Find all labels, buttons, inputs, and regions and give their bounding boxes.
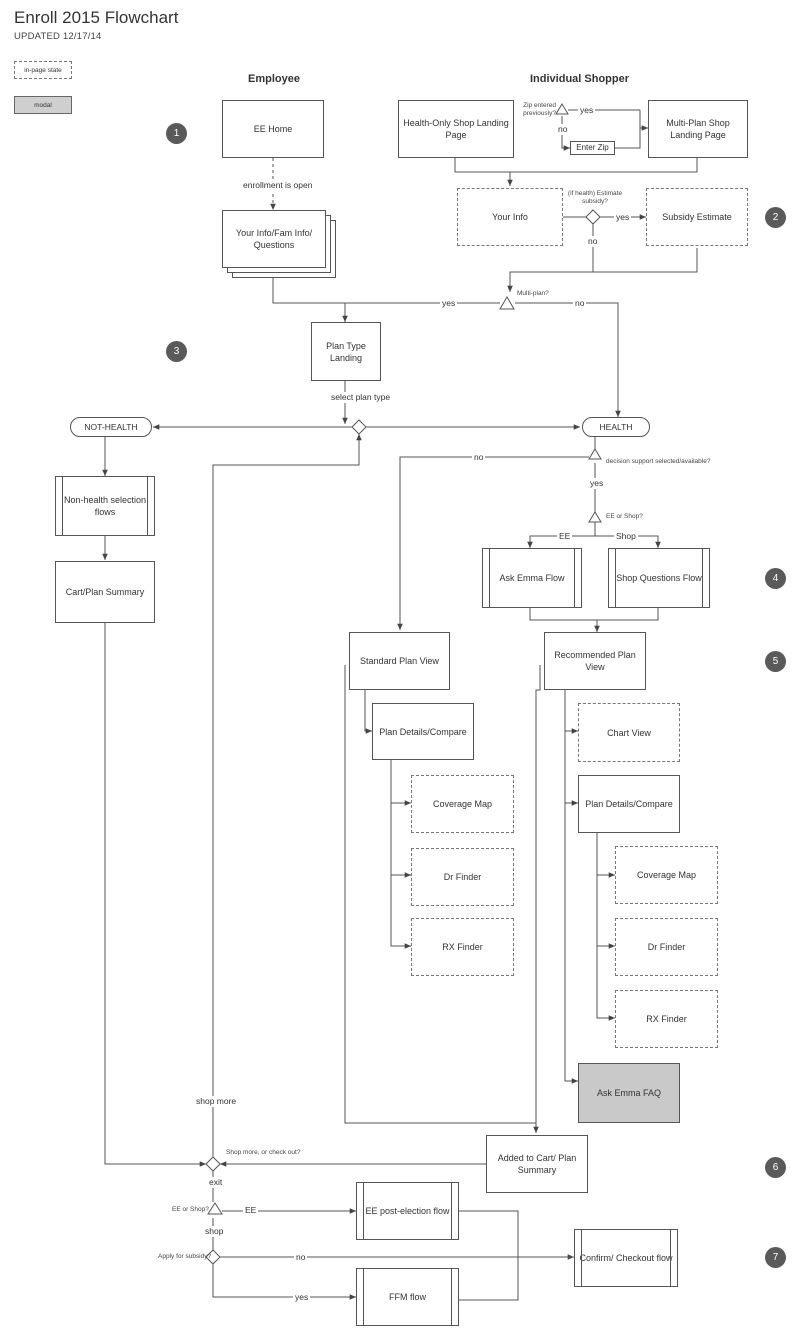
exit-diamond bbox=[205, 1156, 221, 1172]
plantype-diamond bbox=[351, 419, 367, 435]
node-ask-emma-faq: Ask Emma FAQ bbox=[578, 1063, 680, 1123]
label-zip-question: Zip entered previously? bbox=[523, 102, 556, 117]
label-zip-no: no bbox=[556, 124, 570, 135]
node-chart-view: Chart View bbox=[578, 703, 680, 762]
step-badge-2: 2 bbox=[765, 207, 786, 228]
label-shop-more-question: Shop more, or check out? bbox=[226, 1149, 301, 1156]
node-confirm-checkout: Confirm/ Checkout flow bbox=[574, 1229, 678, 1287]
node-coverage-map-rec: Coverage Map bbox=[615, 846, 718, 904]
subsidy-diamond-2 bbox=[205, 1249, 221, 1265]
label-multiplan-yes: yes bbox=[440, 298, 458, 309]
label-multiplan-no: no bbox=[573, 298, 587, 309]
step-badge-6: 6 bbox=[765, 1157, 786, 1178]
step-badge-3: 3 bbox=[166, 341, 187, 362]
node-multi-plan-landing: Multi-Plan Shop Landing Page bbox=[648, 100, 748, 158]
multiplan-triangle bbox=[499, 296, 515, 310]
node-health-only-landing: Health-Only Shop Landing Page bbox=[398, 100, 514, 158]
node-your-info: Your Info bbox=[457, 188, 563, 246]
node-your-info-fam: Your Info/Fam Info/ Questions bbox=[222, 210, 326, 268]
node-standard-plan-view: Standard Plan View bbox=[349, 632, 450, 690]
eeshop-triangle-2 bbox=[207, 1202, 223, 1215]
zip-triangle bbox=[555, 103, 569, 115]
label-decision-question: decision support selected/available? bbox=[606, 458, 711, 465]
node-ee-post-election: EE post-election flow bbox=[356, 1182, 459, 1240]
node-added-to-cart: Added to Cart/ Plan Summary bbox=[486, 1135, 588, 1193]
eeshop-triangle bbox=[588, 511, 602, 523]
node-dr-finder-rec: Dr Finder bbox=[615, 918, 718, 976]
label-subsidy-no: no bbox=[586, 236, 600, 247]
label-eeshop-question-2: EE or Shop? bbox=[172, 1206, 209, 1213]
node-cart-plan-summary: Cart/Plan Summary bbox=[55, 561, 155, 623]
node-ee-home: EE Home bbox=[222, 100, 324, 158]
step-badge-7: 7 bbox=[765, 1247, 786, 1268]
step-badge-4: 4 bbox=[765, 568, 786, 589]
label-decision-no: no bbox=[472, 452, 486, 463]
updated-date: UPDATED 12/17/14 bbox=[14, 31, 102, 42]
node-shop-questions-flow: Shop Questions Flow bbox=[608, 548, 710, 608]
step-badge-1: 1 bbox=[166, 123, 187, 144]
label-apply-subsidy-question: Apply for subsidy? bbox=[158, 1253, 212, 1260]
node-coverage-map-std: Coverage Map bbox=[411, 775, 514, 833]
label-shop: Shop bbox=[614, 531, 638, 542]
label-shop-more: shop more bbox=[194, 1096, 239, 1107]
label-enrollment-open: enrollment is open bbox=[241, 180, 315, 191]
node-plan-details-std: Plan Details/Compare bbox=[372, 703, 474, 760]
node-recommended-plan-view: Recommended Plan View bbox=[544, 632, 646, 690]
node-non-health-flows: Non-health selection flows bbox=[55, 476, 155, 536]
label-apply-no: no bbox=[294, 1252, 308, 1263]
node-plan-type-landing: Plan Type Landing bbox=[311, 322, 381, 381]
step-badge-5: 5 bbox=[765, 651, 786, 672]
label-apply-yes: yes bbox=[293, 1292, 311, 1303]
label-ee-2: EE bbox=[243, 1205, 259, 1216]
label-zip-yes: yes bbox=[578, 105, 596, 116]
page-title: Enroll 2015 Flowchart bbox=[14, 8, 179, 27]
label-select-plan-type: select plan type bbox=[329, 392, 393, 403]
label-multiplan-question: Multi-plan? bbox=[517, 290, 549, 297]
decision-triangle bbox=[588, 448, 602, 460]
label-subsidy-yes: yes bbox=[614, 212, 632, 223]
column-shopper: Individual Shopper bbox=[530, 73, 630, 85]
column-employee: Employee bbox=[248, 73, 300, 85]
node-not-health: NOT-HEALTH bbox=[70, 417, 152, 437]
legend-in-page-state: in-page state bbox=[14, 61, 72, 79]
node-health: HEALTH bbox=[582, 417, 650, 437]
label-ee: EE bbox=[557, 531, 573, 542]
legend-modal: modal bbox=[14, 96, 72, 114]
node-plan-details-rec: Plan Details/Compare bbox=[578, 775, 680, 833]
node-enter-zip: Enter Zip bbox=[570, 141, 615, 155]
subsidy-diamond bbox=[585, 209, 601, 225]
node-ask-emma-flow: Ask Emma Flow bbox=[482, 548, 582, 608]
label-decision-yes: yes bbox=[588, 478, 606, 489]
label-shop-2: shop bbox=[203, 1226, 226, 1237]
node-ffm-flow: FFM flow bbox=[356, 1268, 459, 1326]
label-exit: exit bbox=[207, 1177, 225, 1188]
node-subsidy-estimate: Subsidy Estimate bbox=[646, 188, 748, 246]
node-rx-finder-rec: RX Finder bbox=[615, 990, 718, 1048]
node-rx-finder-std: RX Finder bbox=[411, 918, 514, 976]
label-subsidy-question: (if health) Estimate subsidy? bbox=[567, 190, 623, 205]
label-eeshop-question: EE or Shop? bbox=[606, 513, 643, 520]
node-dr-finder-std: Dr Finder bbox=[411, 848, 514, 906]
